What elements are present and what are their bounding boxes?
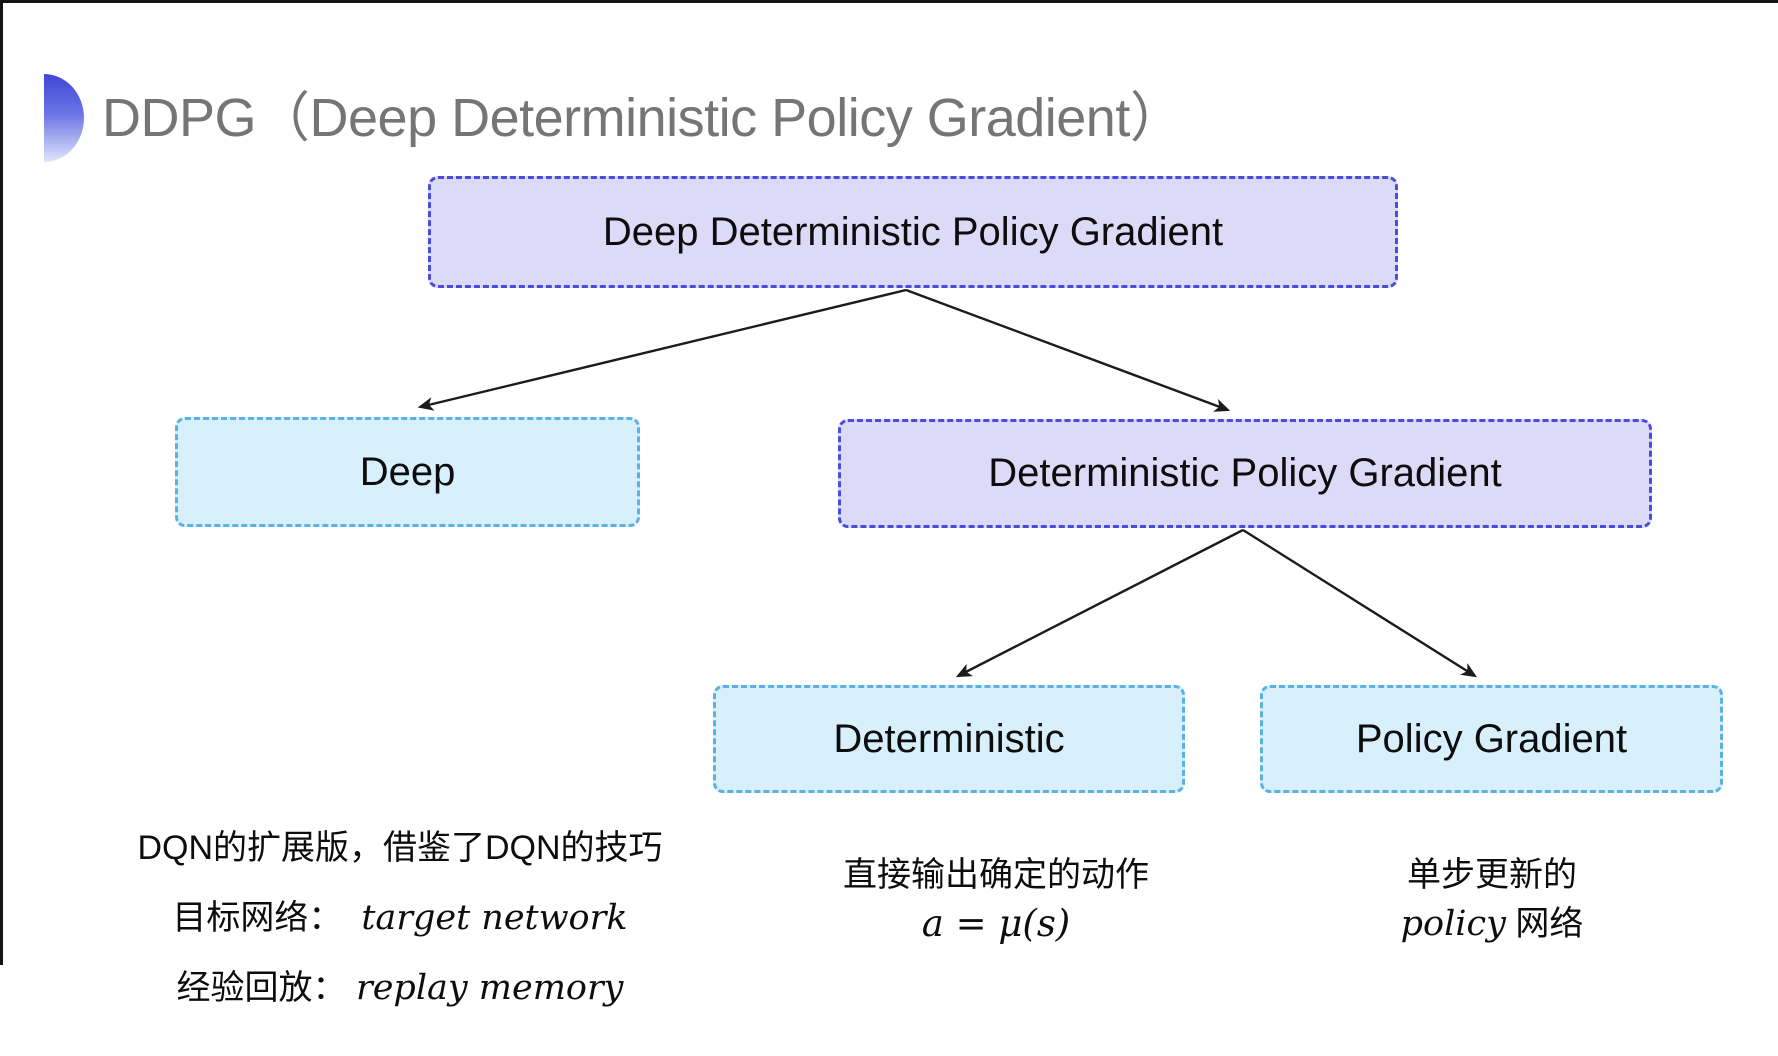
tree-node-deep: Deep [175, 417, 640, 527]
note-text-cjk: DQN的扩展版，借鉴了DQN的技巧 [137, 829, 663, 867]
tree-node-label: Deep Deterministic Policy Gradient [602, 209, 1224, 254]
window-border-top [0, 0, 1778, 3]
tree-node-policy-gradient: Policy Gradient [1260, 685, 1723, 793]
deep-note-line: DQN的扩展版，借鉴了DQN的技巧 [105, 827, 695, 876]
note-text-math: policy [1400, 904, 1506, 944]
note-text-math: target network [361, 898, 628, 938]
window-border-left [0, 0, 3, 965]
tree-node-deterministic: Deterministic [713, 685, 1185, 793]
tree-node-label: Deterministic [833, 716, 1065, 761]
tree-node-label: Deterministic Policy Gradient [988, 451, 1502, 495]
note-text-math: replay memory [355, 968, 624, 1008]
note-text-cjk: 直接输出确定的动作 [843, 856, 1149, 894]
edge-ddpg-deep [417, 288, 907, 411]
policy-gradient-note: 单步更新的 policy 网络 [1327, 854, 1657, 952]
slide-header: DDPG（Deep Deterministic Policy Gradient） [44, 74, 1184, 162]
policy-gradient-note-line: 单步更新的 [1327, 854, 1657, 903]
deterministic-note: 直接输出确定的动作 a = μ(s) [816, 854, 1176, 953]
deterministic-note-line: a = μ(s) [816, 903, 1176, 953]
tree-node-ddpg: Deep Deterministic Policy Gradient [428, 176, 1398, 288]
deterministic-note-line: 直接输出确定的动作 [816, 854, 1176, 903]
deep-note-line: 经验回放： replay memory [105, 967, 695, 1016]
note-text-cjk: 单步更新的 [1407, 856, 1577, 894]
note-text-cjk: 经验回放： [176, 969, 356, 1007]
deep-note-line: 目标网络： target network [105, 897, 695, 946]
note-text-cjk: 目标网络： [172, 899, 362, 937]
edge-dpg-policy-gradient [1242, 528, 1477, 678]
tree-node-label: Deep [359, 449, 456, 494]
page-title: DDPG（Deep Deterministic Policy Gradient） [102, 88, 1184, 148]
edge-ddpg-dpg [905, 288, 1231, 412]
policy-gradient-note-line: policy 网络 [1327, 903, 1657, 952]
tree-node-label: Policy Gradient [1355, 716, 1628, 761]
tree-node-dpg: Deterministic Policy Gradient [838, 419, 1652, 528]
note-text-cjk: 网络 [1505, 905, 1584, 943]
edge-dpg-deterministic [955, 528, 1244, 678]
note-text-formula: a = μ(s) [921, 902, 1071, 945]
